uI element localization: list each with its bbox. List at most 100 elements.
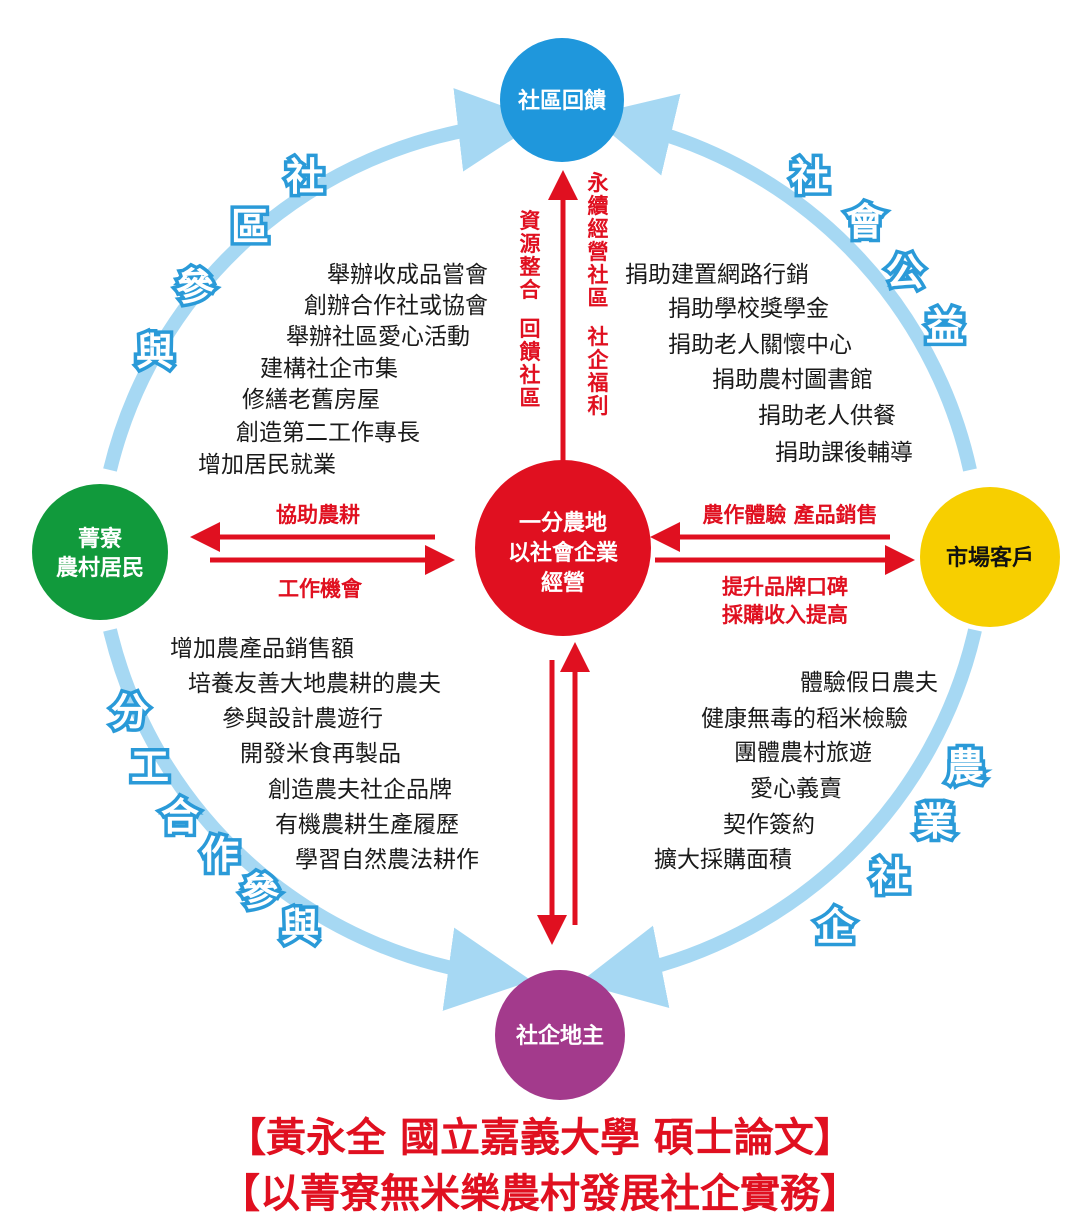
ring-char: 參	[241, 870, 280, 914]
ring-char: 作	[201, 833, 239, 877]
vertical-char: 區	[588, 286, 609, 310]
list-item: 擴大採購面積	[654, 847, 792, 873]
ring-char: 益	[926, 305, 964, 349]
node-market-customers: 市場客戶	[920, 487, 1060, 627]
list-item: 開發米食再製品	[240, 741, 401, 767]
list-item: 愛心義賣	[750, 776, 842, 802]
node-community-feedback: 社區回饋	[500, 38, 624, 162]
ring-char: 參	[176, 265, 215, 309]
label-help-farming: 協助農耕	[276, 503, 360, 527]
vertical-char: 永	[587, 171, 609, 195]
node-circle	[920, 487, 1060, 627]
list-item: 修繕老舊房屋	[242, 387, 380, 413]
list-item: 學習自然農法耕作	[295, 847, 479, 873]
ring-char: 公	[886, 250, 924, 294]
vertical-char: 區	[520, 386, 541, 410]
vertical-char: 社	[587, 325, 609, 349]
ring-char: 社	[286, 155, 324, 199]
list-bottom-left: 增加農產品銷售額 培養友善大地農耕的農夫 參與設計農遊行 開發米食再製品 創造農…	[170, 636, 479, 873]
vertical-char: 社	[519, 363, 541, 387]
vertical-char: 營	[588, 240, 609, 264]
label-experience-sales: 農作體驗 產品銷售	[702, 503, 877, 527]
vertical-char: 合	[520, 278, 542, 302]
list-item: 建構社企市集	[260, 356, 398, 382]
ring-label-top-left: 社 區 參 與	[132, 152, 327, 378]
ring-char: 業	[916, 800, 954, 844]
ring-char: 工	[131, 745, 169, 789]
list-item: 增加居民就業	[198, 452, 336, 478]
list-item: 培養友善大地農耕的農夫	[188, 671, 441, 697]
node-circle	[495, 970, 625, 1100]
list-item: 創造農夫社企品牌	[268, 777, 452, 803]
list-item: 捐助農村圖書館	[712, 367, 873, 393]
node-label: 經營	[541, 570, 585, 596]
ring-arc-left-to-bottom	[103, 628, 532, 1011]
list-item: 增加農產品銷售額	[170, 636, 354, 662]
node-label: 市場客戶	[946, 545, 1034, 571]
vertical-char: 利	[588, 394, 609, 418]
list-item: 捐助老人供餐	[758, 403, 896, 429]
ring-arc-right-to-top	[589, 93, 977, 472]
ring-label-top-right: 社 會 公 益	[787, 152, 967, 353]
list-top-right: 捐助建置網路行銷 捐助學校獎學金 捐助老人關懷中心 捐助農村圖書館 捐助老人供餐…	[625, 262, 913, 466]
list-item: 捐助老人關懷中心	[668, 332, 852, 358]
node-label: 以社會企業	[508, 540, 619, 566]
ring-label-bottom-right: 農 業 社 企	[812, 742, 987, 953]
node-landlord: 社企地主	[495, 970, 625, 1100]
list-item: 捐助建置網路行銷	[625, 262, 809, 288]
list-item: 捐助課後輔導	[775, 440, 913, 466]
ring-char: 會	[846, 200, 885, 244]
ring-arc-left-to-top	[103, 88, 542, 472]
list-item: 契作簽約	[723, 812, 815, 838]
list-item: 舉辦社區愛心活動	[286, 324, 470, 350]
list-item: 創辦合作社或協會	[304, 293, 488, 319]
ring-char: 與	[281, 905, 319, 949]
red-arrows	[190, 170, 915, 945]
vertical-char: 資	[520, 209, 541, 233]
list-item: 舉辦收成品嘗會	[327, 262, 488, 288]
node-circle	[32, 484, 168, 620]
vertical-char: 社	[587, 263, 609, 287]
list-item: 團體農村旅遊	[734, 740, 872, 766]
vertical-char: 經	[588, 217, 609, 241]
ring-char: 分	[111, 690, 149, 734]
vertical-char: 整	[520, 255, 541, 279]
vertical-char: 回	[520, 317, 541, 341]
ring-char: 與	[136, 330, 174, 374]
ring-char: 企	[816, 905, 855, 949]
node-circle	[475, 460, 651, 636]
node-label: 社區回饋	[518, 88, 606, 114]
list-item: 健康無毒的稻米檢驗	[701, 706, 908, 732]
ring-char: 區	[231, 205, 269, 249]
vertical-char: 續	[588, 194, 609, 218]
label-purchase-income: 採購收入提高	[722, 603, 848, 627]
vertical-char: 饋	[520, 340, 541, 364]
ring-char: 農	[946, 745, 984, 789]
list-bottom-right: 體驗假日農夫 健康無毒的稻米檢驗 團體農村旅遊 愛心義賣 契作簽約 擴大採購面積	[654, 670, 938, 873]
node-villagers: 菁寮 農村居民	[32, 484, 168, 620]
caption-practice: 【以菁寮無米樂農村發展社企實務】	[220, 1171, 860, 1217]
ring-arrows	[103, 88, 982, 1011]
list-item: 體驗假日農夫	[800, 670, 938, 696]
node-social-enterprise: 一分農地 以社會企業 經營	[475, 460, 651, 636]
label-brand-reputation: 提升品牌口碑	[722, 575, 848, 599]
ring-char: 合	[161, 795, 199, 839]
node-label: 農村居民	[56, 556, 144, 581]
list-item: 有機農耕生產履歷	[275, 812, 459, 838]
list-item: 捐助學校獎學金	[668, 296, 829, 322]
caption-thesis: 【黃永全 國立嘉義大學 碩士論文】	[226, 1115, 854, 1161]
label-job-opportunity: 工作機會	[278, 577, 363, 601]
list-item: 參與設計農遊行	[222, 706, 383, 732]
node-label: 一分農地	[519, 511, 607, 536]
ring-label-bottom-left: 分 工 合 作 參 與	[107, 687, 322, 953]
vertical-char: 福	[587, 371, 609, 395]
ring-char: 社	[791, 155, 829, 199]
node-label: 菁寮	[78, 526, 123, 552]
ring-arc-right-to-bottom	[578, 628, 982, 1008]
node-label: 社企地主	[516, 1023, 604, 1049]
list-top-left: 舉辦收成品嘗會 創辦合作社或協會 舉辦社區愛心活動 建構社企市集 修繕老舊房屋 …	[198, 262, 488, 478]
list-item: 創造第二工作專長	[236, 420, 420, 446]
ring-char: 社	[871, 855, 909, 899]
